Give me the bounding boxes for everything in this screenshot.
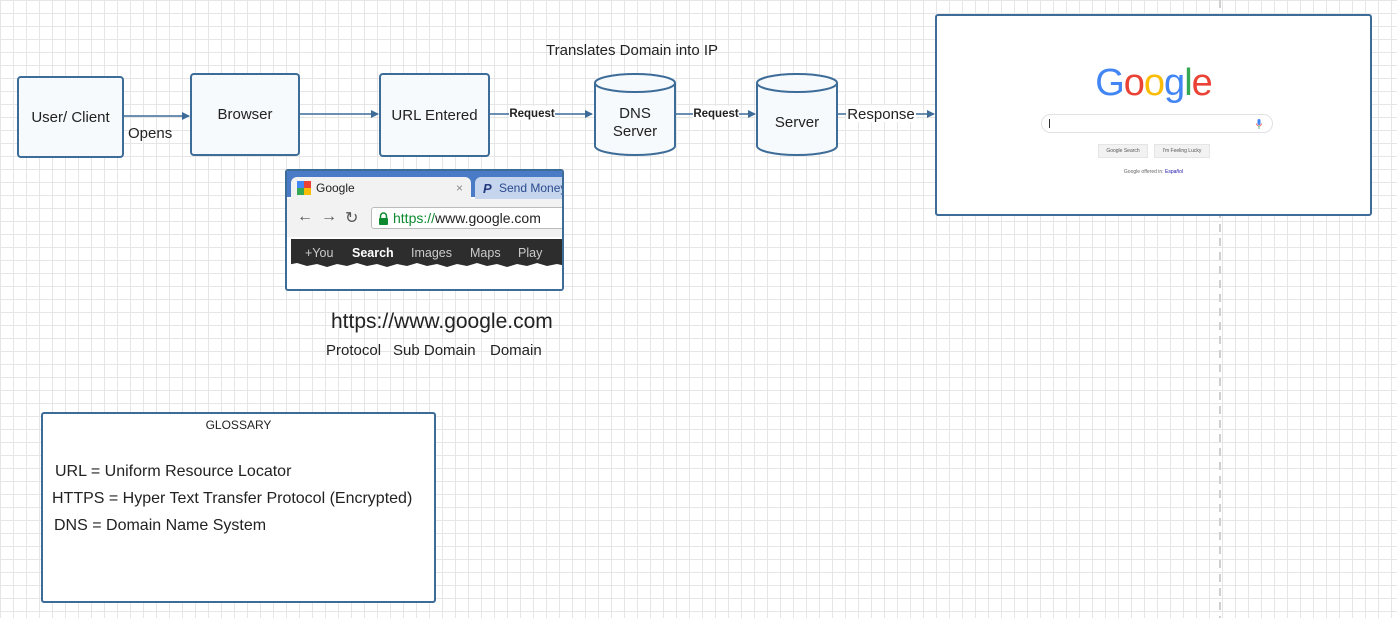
- google-bar: +You Search Images Maps Play: [291, 239, 562, 267]
- svg-text:P: P: [483, 181, 492, 195]
- user-client-label: User/ Client: [31, 108, 110, 126]
- feeling-lucky-button: I'm Feeling Lucky: [1154, 144, 1210, 158]
- dns-server-label-line-2: Server: [613, 123, 657, 140]
- google-offered-in-label: Google offered in:: [1123, 169, 1165, 175]
- glossary-entry-dns: DNS = Domain Name System: [54, 517, 267, 534]
- google-search-box: [1041, 114, 1273, 133]
- lock-icon: [379, 211, 388, 225]
- dns-server-node: DNS Server: [594, 73, 676, 156]
- google-logo-letter: e: [1191, 62, 1213, 104]
- browser-label: Browser: [217, 106, 273, 123]
- google-plus-favicon-icon: [297, 181, 311, 195]
- server-node: Server: [756, 73, 838, 156]
- user-client-node: User/ Client: [17, 76, 124, 158]
- google-offered-language: Español: [1164, 169, 1184, 175]
- browser-screenshot: Google × P Send Money ← → ↻ https:// www…: [285, 169, 564, 291]
- microphone-icon: [1256, 119, 1262, 129]
- browser-tab-paypal-label: Send Money: [499, 181, 564, 195]
- google-logo-letter: l: [1184, 62, 1193, 104]
- url-part-subdomain: Sub Domain: [393, 342, 476, 359]
- browser-tab-google-label: Google: [316, 181, 355, 195]
- google-homepage-screenshot: Google Google Search I'm Feeling Lucky G…: [935, 14, 1372, 216]
- gbar-item-maps: Maps: [470, 246, 501, 260]
- text-caret: [1049, 119, 1050, 128]
- dns-server-label-line-1: DNS: [619, 105, 651, 122]
- close-tab-icon: ×: [455, 181, 463, 195]
- glossary-box: GLOSSARY URL = Uniform Resource Locator …: [41, 412, 436, 603]
- edge-label-opens: Opens: [128, 125, 173, 142]
- address-bar-host: www.google.com: [435, 210, 541, 226]
- google-logo-letter: g: [1164, 62, 1185, 104]
- url-entered-node: URL Entered: [379, 73, 490, 157]
- browser-node: Browser: [190, 73, 300, 156]
- gbar-item-play: Play: [518, 246, 543, 260]
- url-part-domain: Domain: [490, 342, 542, 359]
- browser-toolbar: ← → ↻ https:// www.google.com: [287, 199, 562, 237]
- glossary-entry-url: URL = Uniform Resource Locator: [55, 463, 292, 480]
- torn-edge: [287, 263, 562, 289]
- reload-icon: ↻: [345, 210, 359, 227]
- url-example: https://www.google.com: [331, 310, 553, 333]
- google-logo: Google: [937, 62, 1370, 105]
- edge-label-request-2: Request: [693, 108, 739, 120]
- glossary-title: GLOSSARY: [205, 418, 272, 432]
- edge-label-response: Response: [847, 106, 915, 123]
- address-bar: https:// www.google.com: [371, 207, 562, 229]
- google-logo-letter: o: [1143, 62, 1165, 104]
- address-bar-scheme: https://: [393, 210, 436, 226]
- browser-tab-paypal: P Send Money: [475, 177, 564, 199]
- google-logo-letter: G: [1095, 62, 1125, 104]
- gbar-item-images: Images: [411, 246, 452, 260]
- google-search-button: Google Search: [1098, 144, 1148, 158]
- google-logo-letter: o: [1123, 62, 1145, 104]
- url-entered-label: URL Entered: [391, 106, 478, 124]
- dns-caption: Translates Domain into IP: [546, 42, 719, 59]
- server-label: Server: [775, 114, 819, 131]
- google-offered-in: Google offered in: Español: [937, 169, 1370, 175]
- browser-tab-strip: Google × P Send Money: [287, 171, 564, 199]
- browser-tab-google: Google ×: [291, 177, 471, 199]
- arrow-back-icon: ←: [297, 208, 313, 225]
- glossary-entry-https: HTTPS = Hyper Text Transfer Protocol (En…: [52, 490, 413, 507]
- arrow-forward-icon: →: [321, 208, 337, 225]
- gbar-item-search: Search: [352, 246, 394, 260]
- gbar-item-you: +You: [305, 246, 334, 260]
- edge-label-request-1: Request: [509, 108, 555, 120]
- paypal-favicon-icon: P: [483, 181, 492, 195]
- url-part-protocol: Protocol: [326, 342, 382, 359]
